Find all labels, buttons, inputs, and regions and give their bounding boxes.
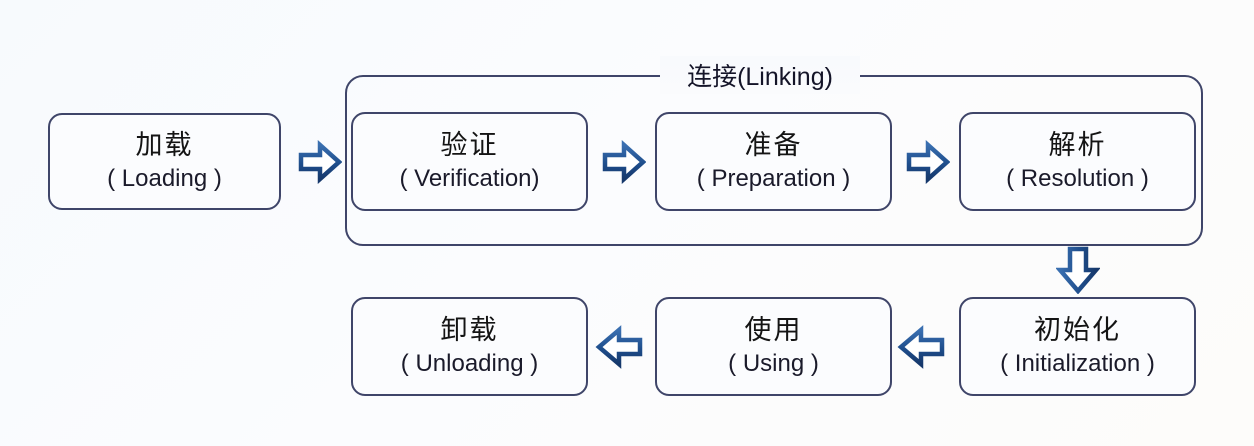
- box-loading-en: ( Loading ): [107, 164, 222, 192]
- box-verification-cn: 验证: [440, 129, 499, 160]
- box-loading-cn: 加载: [135, 129, 194, 160]
- box-unloading[interactable]: 卸载 ( Unloading ): [351, 297, 588, 396]
- linking-group-label: 连接(Linking): [660, 56, 860, 94]
- box-using[interactable]: 使用 ( Using ): [655, 297, 892, 396]
- box-verification[interactable]: 验证 ( Verification): [351, 112, 588, 211]
- box-preparation-en: ( Preparation ): [696, 164, 851, 192]
- box-resolution-cn: 解析: [1048, 129, 1107, 160]
- arrow-left-icon-initialization-to-using: [897, 325, 945, 369]
- box-initialization[interactable]: 初始化 ( Initialization ): [959, 297, 1196, 396]
- arrow-right-icon-verification-to-preparation: [602, 140, 646, 184]
- box-resolution[interactable]: 解析 ( Resolution ): [959, 112, 1196, 211]
- box-preparation[interactable]: 准备 ( Preparation ): [655, 112, 892, 211]
- box-resolution-en: ( Resolution ): [1006, 164, 1149, 192]
- arrow-right-icon-preparation-to-resolution: [906, 140, 950, 184]
- arrow-right-icon-loading-to-verification: [298, 140, 342, 184]
- box-using-cn: 使用: [744, 314, 803, 345]
- box-initialization-en: ( Initialization ): [1000, 349, 1155, 377]
- arrow-left-icon-using-to-unloading: [595, 325, 643, 369]
- box-unloading-en: ( Unloading ): [400, 349, 539, 377]
- box-unloading-cn: 卸载: [440, 314, 499, 345]
- box-using-en: ( Using ): [728, 349, 819, 377]
- box-preparation-cn: 准备: [744, 129, 803, 160]
- box-verification-en: ( Verification): [399, 164, 540, 192]
- box-initialization-cn: 初始化: [1034, 314, 1121, 345]
- arrow-down-icon-resolution-to-initialization: [1056, 246, 1100, 294]
- box-loading[interactable]: 加载 ( Loading ): [48, 113, 281, 210]
